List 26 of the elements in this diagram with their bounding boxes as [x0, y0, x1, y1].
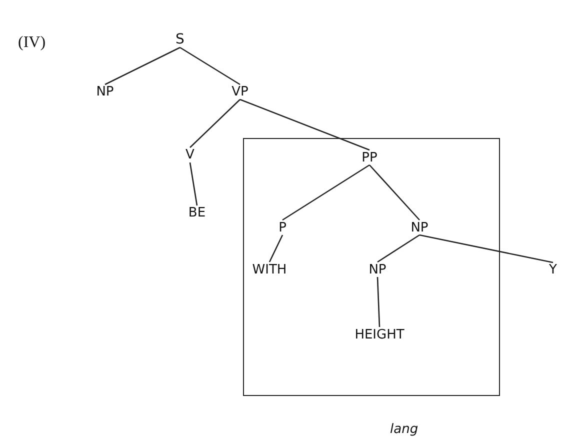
- tree-branch-line: [180, 46, 240, 86]
- category-label: PP: [362, 150, 378, 165]
- category-label: NP: [368, 262, 386, 277]
- tree-branch-line: [268, 234, 284, 262]
- category-label: NP: [410, 220, 428, 235]
- category-label: P: [278, 220, 286, 235]
- tree-branch-line: [104, 46, 180, 86]
- category-label: NP: [96, 84, 114, 100]
- tree-branch-line: [376, 276, 380, 328]
- tree-branch-line: [189, 162, 198, 206]
- figure-number: (IV): [18, 34, 46, 52]
- category-label: S: [176, 32, 184, 48]
- tree-branch-line: [419, 234, 554, 264]
- category-label: VP: [232, 84, 248, 100]
- word-label: WITH: [252, 262, 287, 277]
- category-label: V: [186, 148, 194, 162]
- tree-branch-line: [190, 99, 240, 148]
- word-label: Y: [549, 262, 557, 278]
- bracket-frame: [243, 138, 500, 396]
- word-label: HEIGHT: [354, 327, 404, 342]
- tree-branch-line: [369, 164, 420, 220]
- tree-branch-line: [240, 98, 370, 151]
- tree-branch-line: [282, 164, 370, 221]
- annotation-label: lang: [390, 422, 418, 437]
- tree-branch-line: [377, 234, 420, 263]
- word-label: BE: [188, 206, 206, 220]
